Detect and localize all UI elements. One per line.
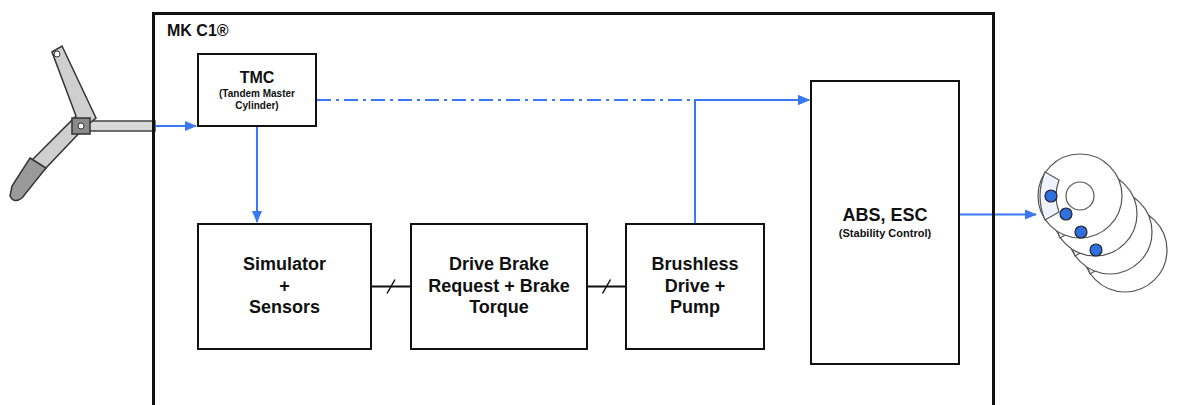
- process-box: ABS, ESC(Stability Control): [810, 80, 960, 365]
- process-box: Simulator + Sensors: [197, 223, 372, 350]
- brake-pedal: [10, 46, 155, 201]
- system-housing: MK C1® TMC(Tandem Master Cylinder) Simulat…: [152, 12, 995, 405]
- box-label: Simulator + Sensors: [243, 254, 326, 319]
- brake-discs: [1038, 154, 1167, 292]
- process-box: TMC(Tandem Master Cylinder): [197, 53, 317, 127]
- connector: [588, 280, 625, 294]
- process-box: Drive Brake Request + Brake Torque: [410, 223, 588, 350]
- pedal-arrow: [155, 125, 196, 127]
- box-label: Drive Brake Request + Brake Torque: [424, 254, 574, 319]
- box-label: TMC: [240, 68, 275, 87]
- output-arrow: [960, 214, 1036, 216]
- connector: [695, 100, 809, 223]
- box-label: ABS, ESC: [842, 205, 927, 227]
- box-label: MK C1®: [155, 15, 229, 40]
- connector: [257, 127, 258, 222]
- box-sublabel: (Stability Control): [820, 227, 950, 240]
- process-box: Brushless Drive + Pump: [625, 223, 765, 350]
- box-label: Brushless Drive + Pump: [651, 254, 738, 319]
- box-sublabel: (Tandem Master Cylinder): [207, 88, 307, 112]
- connector: [372, 280, 410, 294]
